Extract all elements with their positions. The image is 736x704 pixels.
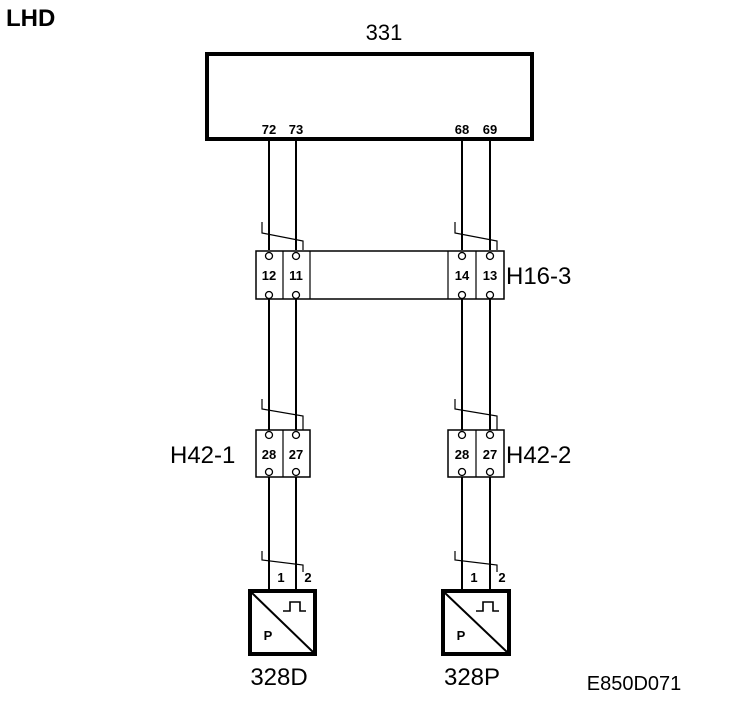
h42-1-pin-27: 27 <box>289 447 303 462</box>
figure-id: E850D071 <box>587 673 682 695</box>
sensor-328d-symbol: P <box>264 628 273 643</box>
ecu-pin-68: 68 <box>455 122 469 137</box>
h16-3-pin-13: 13 <box>483 268 497 283</box>
h42-2-label: H42-2 <box>506 442 571 469</box>
h42-1-label: H42-1 <box>170 442 235 469</box>
h16-3-pin-11: 11 <box>289 268 303 283</box>
h16-3-label: H16-3 <box>506 263 571 290</box>
h16-3-pin-12: 12 <box>262 268 276 283</box>
h16-3-pin-14: 14 <box>455 268 470 283</box>
sensor-328p: 1 2 P <box>441 568 511 656</box>
sensor-328d-label: 328D <box>250 664 307 691</box>
wires <box>268 141 491 568</box>
sensor-328p-pin-1: 1 <box>470 570 477 585</box>
ecu-pin-73: 73 <box>289 122 303 137</box>
sensor-328p-pin-2: 2 <box>498 570 505 585</box>
sensor-328p-symbol: P <box>457 628 466 643</box>
ecu-pin-72: 72 <box>262 122 276 137</box>
sensor-328d: 1 2 P <box>248 568 317 656</box>
sensor-328p-label: 328P <box>444 664 500 691</box>
connector-h42-2: 28 27 <box>447 429 505 478</box>
ecu-label: 331 <box>366 20 403 45</box>
connector-h16-3: 12 11 14 13 <box>255 250 505 300</box>
sensor-328d-pin-2: 2 <box>304 570 311 585</box>
connector-h42-1: 28 27 <box>255 429 311 478</box>
h42-2-pin-28: 28 <box>455 447 469 462</box>
h42-1-pin-28: 28 <box>262 447 276 462</box>
ecu-box <box>205 52 534 141</box>
h42-2-pin-27: 27 <box>483 447 497 462</box>
twist-markers <box>261 222 498 572</box>
sensor-328d-pin-1: 1 <box>277 570 284 585</box>
drive-label: LHD <box>6 5 55 32</box>
ecu-pin-69: 69 <box>483 122 497 137</box>
